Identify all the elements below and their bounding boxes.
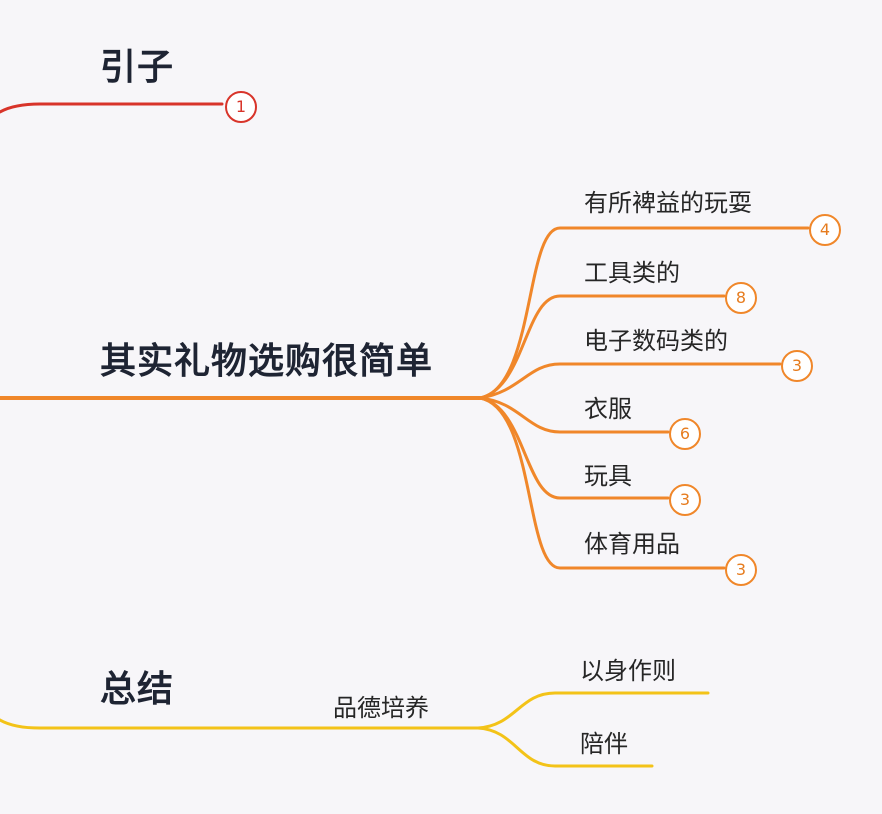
intro-connector xyxy=(0,102,224,114)
gifts-item-label[interactable]: 衣服 xyxy=(584,395,632,423)
gifts-item-4-connector xyxy=(478,396,670,434)
gifts-item-count-badge[interactable]: 3 xyxy=(725,554,757,586)
gifts-item-3-connector xyxy=(478,362,782,400)
intro-count-badge[interactable]: 1 xyxy=(225,91,257,123)
gifts-item-label[interactable]: 电子数码类的 xyxy=(584,327,728,355)
gifts-item-label[interactable]: 玩具 xyxy=(584,462,632,490)
summary-connector xyxy=(0,718,480,730)
gifts-title[interactable]: 其实礼物选购很简单 xyxy=(100,341,434,382)
summary-title[interactable]: 总结 xyxy=(100,669,175,710)
gifts-item-5-connector xyxy=(478,396,670,500)
summary-item-label[interactable]: 以身作则 xyxy=(580,657,676,685)
gifts-item-count-badge[interactable]: 8 xyxy=(725,282,757,314)
summary-item-2-connector xyxy=(476,726,654,768)
gifts-item-label[interactable]: 有所裨益的玩耍 xyxy=(584,189,752,217)
summary-item-label[interactable]: 陪伴 xyxy=(580,730,628,758)
gifts-item-count-badge[interactable]: 4 xyxy=(809,214,841,246)
gifts-item-label[interactable]: 工具类的 xyxy=(584,259,680,287)
gifts-item-count-badge[interactable]: 3 xyxy=(781,350,813,382)
gifts-item-6-connector xyxy=(478,396,726,570)
gifts-item-count-badge[interactable]: 6 xyxy=(669,418,701,450)
summary-item-1-connector xyxy=(476,691,710,730)
gifts-item-label[interactable]: 体育用品 xyxy=(584,530,680,558)
intro-title[interactable]: 引子 xyxy=(100,47,175,88)
summary-subtopic-label[interactable]: 品德培养 xyxy=(333,694,429,722)
gifts-item-2-connector xyxy=(478,294,726,400)
gifts-item-count-badge[interactable]: 3 xyxy=(669,484,701,516)
